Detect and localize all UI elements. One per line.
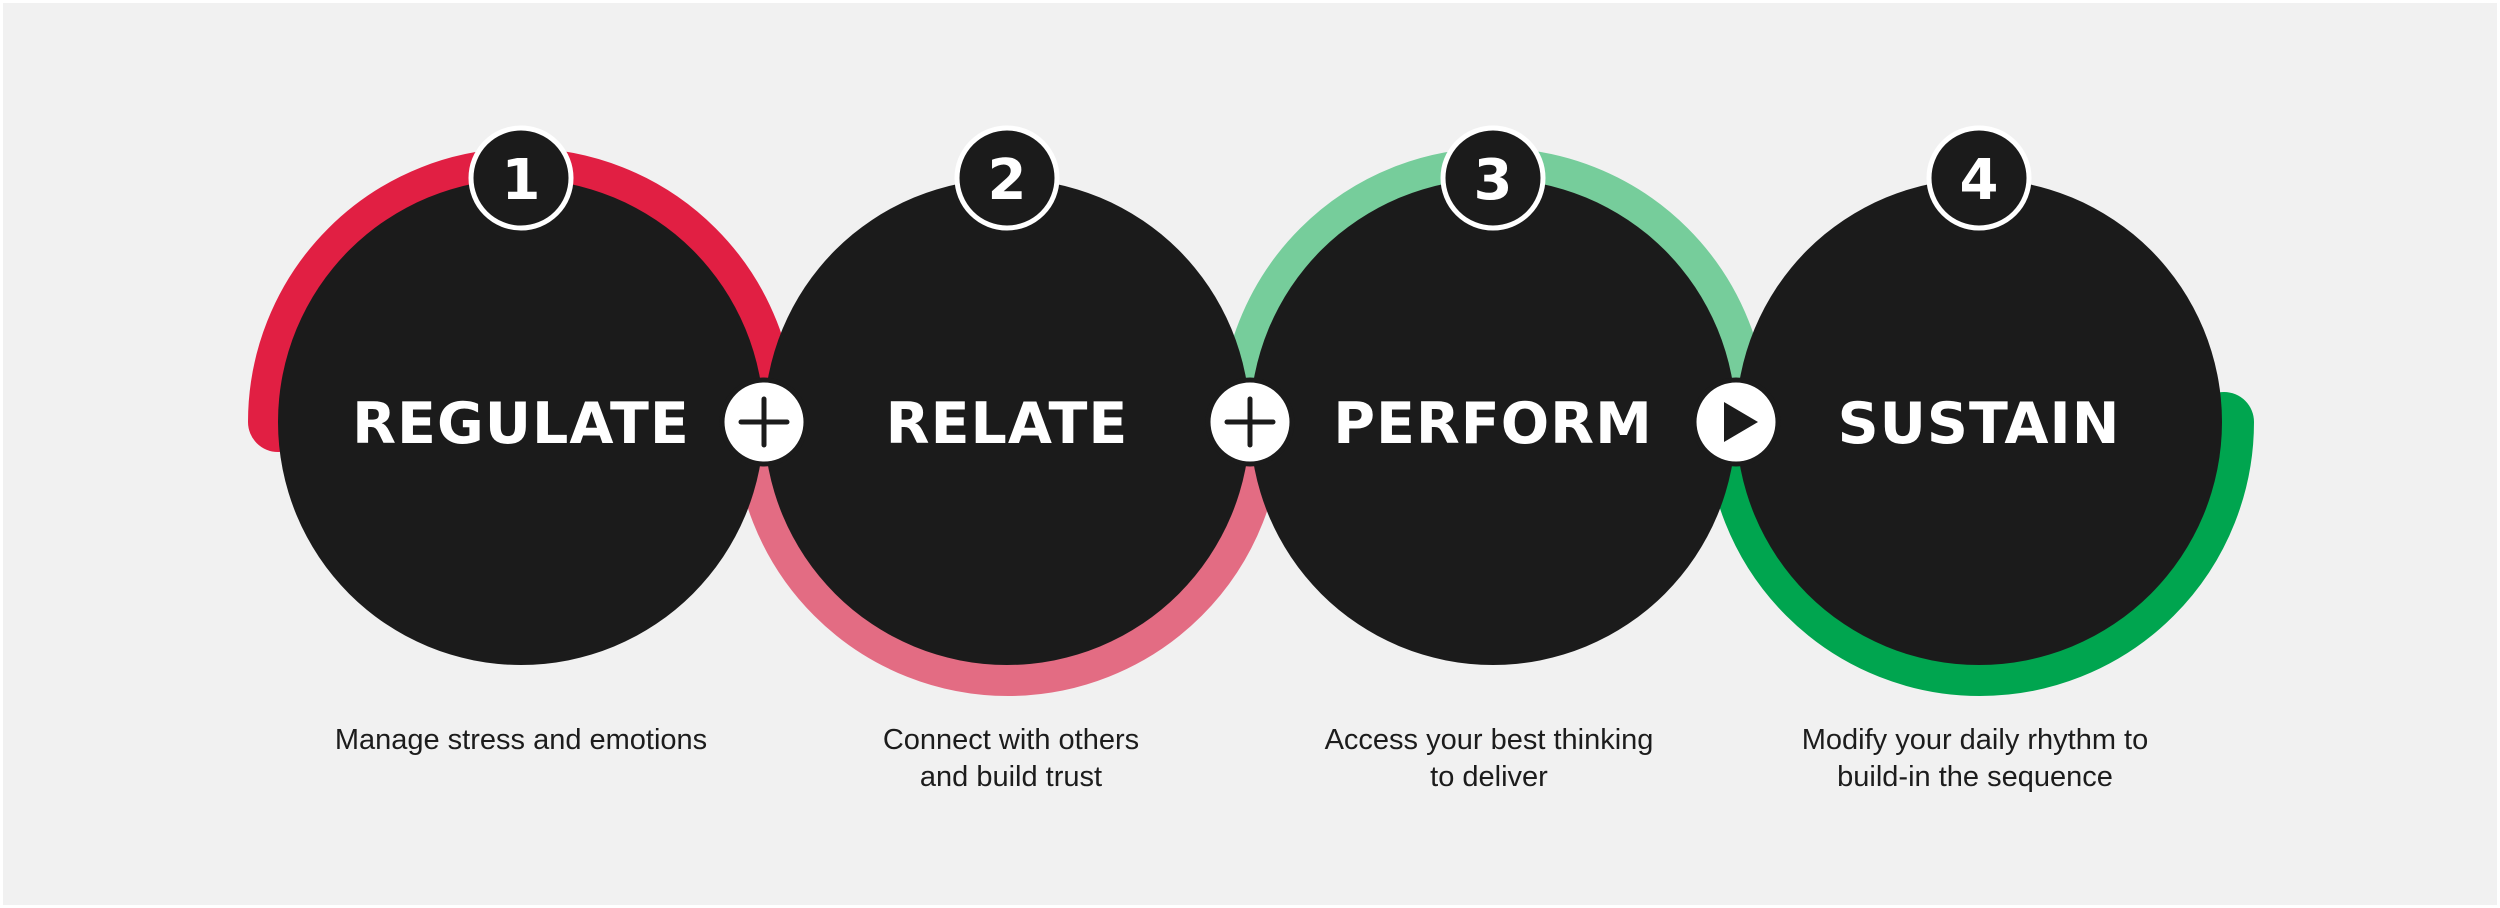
step-number-1: 1 (502, 148, 541, 213)
step-description-regulate: Manage stress and emotions (334, 724, 708, 756)
play-icon (1724, 402, 1758, 442)
step-number-3: 3 (1474, 148, 1513, 213)
step-number-badge-3: 3 (1440, 125, 1546, 231)
step-title-relate: RELATE (886, 391, 1129, 457)
step-number-4: 4 (1960, 148, 1999, 213)
circle-perform (1250, 179, 1736, 665)
step-title-regulate: REGULATE (352, 391, 690, 457)
step-description-perform: Access your best thinking to deliver (1324, 724, 1654, 793)
step-number-2: 2 (988, 148, 1027, 213)
step-number-badge-4: 4 (1926, 125, 2032, 231)
arc-sustain (1706, 392, 2254, 696)
circle-regulate (278, 179, 764, 665)
step-title-perform: PERFORM (1333, 391, 1653, 457)
step-description-sustain: Modify your daily rhythm to build-in the… (1801, 724, 2149, 793)
circle-sustain (1736, 179, 2222, 665)
step-number-badge-2: 2 (954, 125, 1060, 231)
connector-1 (719, 377, 809, 467)
connector-3 (1691, 377, 1781, 467)
circle-relate (764, 179, 1250, 665)
plus-icon (1224, 396, 1276, 448)
step-number-badge-1: 1 (468, 125, 574, 231)
step-title-sustain: SUSTAIN (1838, 391, 2121, 457)
step-description-relate: Connect with others and build trust (882, 724, 1140, 793)
plus-icon (738, 396, 790, 448)
connector-2 (1205, 377, 1295, 467)
arc-relate (734, 421, 1282, 696)
